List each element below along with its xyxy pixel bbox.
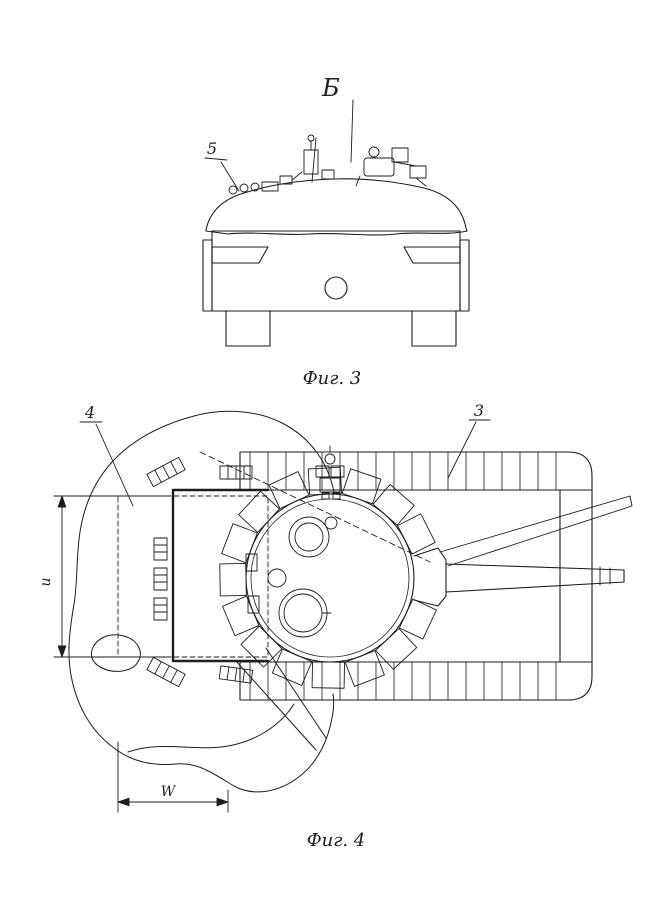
hull-top-view: [239, 451, 593, 701]
tarp-cover-outline: [205, 178, 468, 236]
gun-barrel-rotated: [439, 495, 633, 567]
arrow-right-icon: [216, 797, 229, 807]
arrow-up-icon: [57, 495, 67, 508]
fig4-caption: Фиг. 4: [307, 830, 366, 851]
turret-top-details: [228, 134, 427, 195]
fig3-caption: Фиг. 3: [303, 368, 362, 389]
track-left: [225, 310, 271, 347]
ground-stone-oval: [91, 634, 141, 672]
upper-track-links: [249, 451, 557, 491]
spoil-line-2: [235, 660, 317, 751]
fig3-rear-view-drawing: [202, 99, 470, 347]
tow-hook-circle: [324, 276, 348, 300]
hidden-diagonal-line: [199, 451, 431, 563]
dimension-w-label: W: [161, 784, 177, 800]
gun-mantlet: [413, 547, 447, 607]
ref3-leader: [447, 419, 491, 479]
turret-mg-mount: [315, 445, 345, 500]
dimension-u: [53, 495, 171, 658]
dimension-w: [117, 741, 229, 813]
track-imprints: [146, 456, 254, 688]
gun-barrel: [413, 547, 625, 607]
turret-hatches: [245, 516, 338, 638]
turret-era-blocks: [219, 466, 437, 689]
ref-number-4: 4: [84, 403, 95, 422]
spoil-line-1: [265, 647, 327, 739]
ref5-leader: [204, 157, 240, 192]
ref4-leader: [79, 421, 134, 507]
arrow-down-icon: [57, 645, 67, 658]
lower-track-links: [249, 661, 557, 701]
fig4-top-view-drawing: [53, 410, 633, 813]
ref-number-5: 5: [207, 139, 217, 158]
track-right: [411, 310, 457, 347]
antenna-lines: [311, 99, 354, 183]
blade-hidden-outline: [117, 495, 269, 658]
dimension-u-label: u: [38, 577, 54, 586]
turret-top-view: [219, 445, 437, 689]
mud-flap-right: [403, 246, 461, 264]
ref-number-3: 3: [474, 401, 484, 420]
ground-emplacement-outline: [68, 410, 335, 793]
blade-device: [117, 451, 431, 663]
view-label-b: Б: [321, 74, 340, 102]
hull-rear: [202, 230, 470, 347]
spoil-inner-line: [127, 703, 295, 753]
mud-flap-left: [211, 246, 269, 264]
arrow-left-icon: [117, 797, 130, 807]
